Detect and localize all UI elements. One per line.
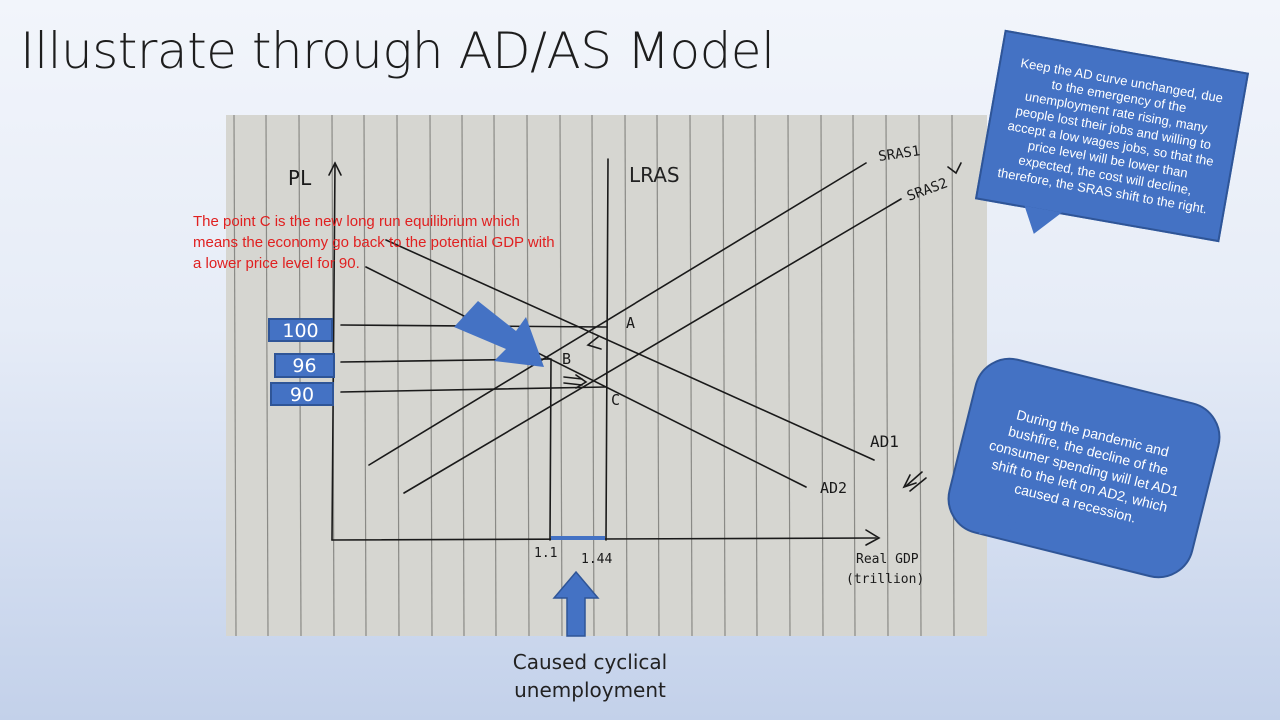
- sras-shift-note: Keep the AD curve unchanged, due to the …: [974, 29, 1250, 243]
- lras-line: [605, 158, 609, 541]
- sras-shift-icon: [947, 162, 962, 175]
- note-tail: [1020, 205, 1062, 239]
- notebook-photo: PL SRAS1 SRAS2 AD1 AD2 A B C 1.1 1.44 Re…: [226, 115, 987, 636]
- guide-line-b-drop: [549, 358, 552, 541]
- caption-line1: Caused cyclical: [512, 650, 668, 674]
- caption-line2: unemployment: [514, 678, 666, 702]
- price-level-90: 90: [270, 382, 334, 406]
- shift-arrow-right-a: [563, 376, 583, 380]
- y-axis-arrow-icon: [328, 161, 342, 176]
- pointer-arrow-to-b: [454, 301, 544, 367]
- shift-arrow-right-icon: [575, 374, 588, 389]
- ad2-curve: [365, 266, 807, 488]
- caption: Caused cyclical unemployment: [470, 648, 710, 704]
- sras1-curve: [368, 162, 867, 466]
- hand-drawn-graph: PL SRAS1 SRAS2 AD1 AD2 A B C 1.1 1.44 Re…: [233, 115, 962, 636]
- sras-shift-note-text: Keep the AD curve unchanged, due to the …: [974, 29, 1250, 243]
- point-b-label: B: [562, 350, 571, 368]
- gdp-tick-1: 1.1: [534, 546, 557, 561]
- sras2-curve: [403, 198, 902, 494]
- guide-line-90: [340, 386, 607, 393]
- sras2-label: SRAS2: [905, 175, 950, 204]
- sras1-label: SRAS1: [877, 143, 921, 165]
- equilibrium-note: The point C is the new long run equilibr…: [193, 213, 555, 272]
- y-axis: [331, 162, 336, 541]
- shift-arrow-right-b: [563, 382, 583, 386]
- price-level-96: 96: [274, 353, 335, 378]
- x-axis-label-line1: Real GDP: [856, 552, 919, 567]
- ad1-label: AD1: [870, 432, 899, 451]
- point-a-label: A: [626, 314, 635, 332]
- shift-arrow-left-icon: [586, 336, 602, 350]
- slide-title: Illustrate through AD/AS Model: [20, 22, 775, 80]
- x-axis-label-line2: (trillion): [846, 572, 924, 587]
- up-arrow-icon: [552, 570, 600, 637]
- gdp-tick-2: 1.44: [581, 552, 612, 567]
- ad2-label: AD2: [820, 479, 847, 497]
- price-level-100: 100: [268, 318, 333, 342]
- point-c-label: C: [611, 391, 620, 409]
- y-axis-label: PL: [288, 166, 312, 190]
- ad1-curve: [385, 239, 875, 461]
- ruled-lines: [233, 115, 955, 636]
- x-axis-arrow-icon: [865, 529, 881, 546]
- lras-label: LRAS: [629, 163, 680, 187]
- ad-shift-icon: [902, 474, 917, 489]
